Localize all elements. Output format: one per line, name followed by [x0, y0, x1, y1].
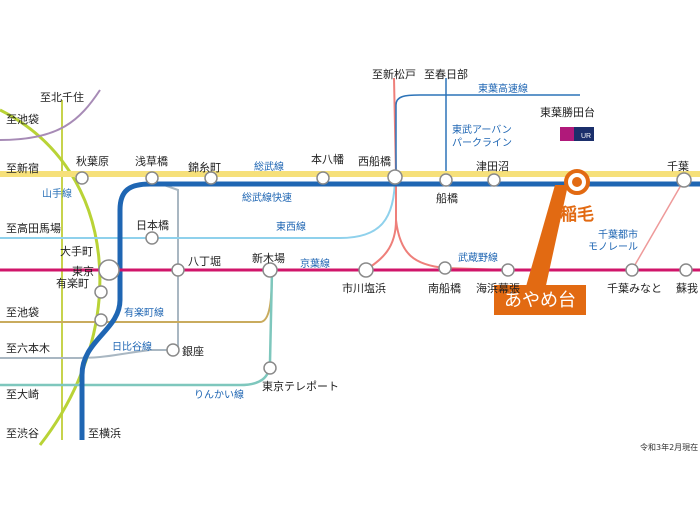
- dir-kitasenju: 至北千住: [40, 90, 84, 104]
- station-ginza: 銀座: [182, 344, 204, 358]
- line-label-sobu: 総武線: [254, 160, 284, 173]
- line-label-hibiya: 日比谷線: [112, 340, 152, 353]
- dir-kasukabe: 至春日部: [424, 67, 468, 81]
- dir-yokohama: 至横浜: [88, 426, 121, 440]
- station-nishifunabashi: 西船橋: [358, 154, 391, 168]
- station-funabashi: 船橋: [436, 191, 458, 205]
- station-inage: 稲毛: [560, 204, 594, 225]
- dir-osaki: 至大崎: [6, 387, 39, 401]
- station-tokyo: 東京: [72, 264, 94, 278]
- line-label-yamanote: 山手線: [42, 187, 72, 200]
- station-shinkiba: 新木場: [252, 251, 285, 265]
- hibiya-line: [0, 179, 179, 359]
- station-kaihinmakuhari: 海浜幕張: [476, 281, 520, 295]
- tozai-line: [0, 175, 396, 239]
- dir-takadanobaba: 至高田馬場: [6, 221, 61, 235]
- station-minamifunabashi: 南船橋: [428, 281, 461, 295]
- station-nihombashi: 日本橋: [136, 218, 169, 232]
- date-note: 令和3年2月現在: [640, 442, 698, 452]
- ur-logo: UR: [560, 127, 594, 141]
- dir-shinmatsudo: 至新松戸: [372, 67, 416, 81]
- station-ichikawashiohama: 市川塩浜: [342, 281, 386, 295]
- sobu-rapid-line: [79, 181, 700, 440]
- station-tsudanuma: 津田沼: [476, 159, 509, 173]
- callout-box: [494, 285, 586, 315]
- station-soga: 蘇我: [676, 282, 698, 295]
- rinkai-line: [0, 269, 274, 387]
- line-label-keiyo: 京葉線: [300, 257, 330, 270]
- line-label-rinkai: りんかい線: [194, 388, 244, 401]
- callout-label: あやめ台: [504, 290, 576, 311]
- yamanote-line: [0, 108, 102, 446]
- station-markers: [75, 169, 693, 375]
- toyo-line: [395, 94, 580, 176]
- line-label-sobu-rapid: 総武線快速: [242, 191, 292, 204]
- station-chibaminato: 千葉みなと: [607, 281, 662, 295]
- station-kinshicho: 錦糸町: [188, 160, 221, 174]
- station-tokyoteleport: 東京テレポート: [262, 379, 339, 393]
- dir-shinjuku: 至新宿: [6, 161, 39, 175]
- station-akihabara: 秋葉原: [76, 154, 109, 168]
- hanzomon-line: [0, 89, 101, 141]
- dir-ikebukuro-2: 至池袋: [6, 305, 39, 319]
- dir-ikebukuro-1: 至池袋: [6, 112, 39, 126]
- station-chiba: 千葉: [667, 159, 689, 173]
- line-label-musashino: 武蔵野線: [458, 251, 498, 264]
- line-label-yurakucho: 有楽町線: [124, 306, 164, 319]
- station-asakusabashi: 浅草橋: [135, 154, 168, 168]
- station-otemachi: 大手町: [60, 244, 93, 258]
- callout-pointer: [525, 185, 568, 290]
- monorail-line: [631, 179, 685, 271]
- svg-text:UR: UR: [581, 133, 591, 140]
- line-label-toyo: 東葉高速線: [478, 82, 528, 95]
- station-hatchobori: 八丁堀: [188, 255, 221, 268]
- dir-roppongi: 至六本木: [6, 341, 50, 355]
- station-motoyawata: 本八幡: [311, 152, 344, 166]
- line-label-monorail: 千葉都市モノレール: [588, 228, 638, 253]
- station-tobukatsutadai: 東葉勝田台: [540, 105, 595, 119]
- station-yurakucho: 有楽町: [56, 276, 89, 290]
- dir-shibuya: 至渋谷: [6, 427, 39, 440]
- line-label-urbanpark: 東武アーバンパークライン: [452, 123, 512, 149]
- line-label-tozai: 東西線: [276, 220, 306, 233]
